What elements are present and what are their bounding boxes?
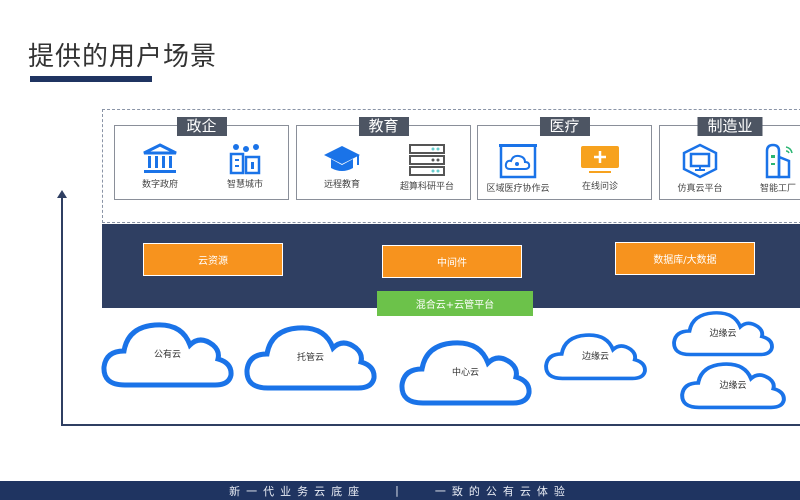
hexagon-monitor-icon (682, 143, 718, 179)
category-label: 教育 (358, 117, 409, 136)
item-supercomputing: 超算科研平台 (387, 143, 467, 192)
cloud-shape: 边缘云 (671, 306, 775, 358)
category-manufacturing: 制造业 仿真云平台 智能工厂 (659, 117, 800, 200)
cloud-icon (244, 325, 377, 391)
category-medical: 医疗 区域医疗协作云 在线问诊 (477, 117, 652, 200)
server-rack-icon (409, 144, 445, 176)
footer-left-slogan: 新一代业务云底座 (229, 484, 366, 498)
bank-icon (143, 143, 177, 173)
scenario-container (102, 109, 800, 223)
graduation-cap-icon (324, 146, 360, 171)
cloud-shape: 中心云 (398, 333, 533, 408)
page-title: 提供的用户场景 (28, 42, 218, 72)
item-simulation-cloud: 仿真云平台 (660, 143, 740, 194)
hybrid-cloud-platform-box: 混合云+云管平台 (377, 291, 533, 316)
category-label: 制造业 (697, 117, 763, 136)
medical-monitor-icon (581, 146, 619, 173)
item-digital-government: 数字政府 (120, 143, 200, 190)
title-underline (30, 76, 152, 82)
cloud-shape: 公有云 (100, 315, 235, 390)
item-regional-medical-cloud: 区域医疗协作云 (478, 143, 558, 194)
cloud-shape: 托管云 (243, 318, 378, 393)
axis-arrow-icon (57, 190, 67, 198)
cloud-shape: 边缘云 (679, 357, 787, 411)
footer-banner: 新一代业务云底座 | 一致的公有云体验 (0, 481, 800, 500)
item-smart-factory: 智能工厂 (738, 143, 800, 194)
category-label: 政企 (176, 117, 227, 136)
vertical-axis (61, 195, 63, 426)
database-bigdata-box: 数据库/大数据 (615, 242, 755, 275)
footer-right-slogan: 一致的公有云体验 (434, 484, 571, 498)
cloud-resources-box: 云资源 (143, 243, 283, 276)
cloud-icon (101, 322, 234, 388)
cloud-icon (399, 340, 532, 406)
category-government: 政企 数字政府 智慧城市 (114, 117, 289, 200)
item-smart-city: 智慧城市 (205, 143, 285, 190)
cloud-icon (672, 311, 774, 357)
item-remote-education: 远程教育 (302, 143, 382, 190)
cloud-icon (544, 333, 647, 381)
medical-cloud-icon (499, 144, 537, 179)
city-buildings-icon (229, 144, 261, 175)
cloud-shape: 边缘云 (543, 328, 648, 382)
middleware-box: 中间件 (382, 245, 522, 278)
item-online-consultation: 在线问诊 (560, 143, 640, 192)
footer-separator: | (395, 484, 405, 497)
horizontal-axis (61, 424, 800, 426)
smart-factory-icon (765, 143, 793, 179)
category-education: 教育 远程教育 超算科研平台 (296, 117, 471, 200)
cloud-icon (680, 362, 786, 410)
category-label: 医疗 (539, 117, 590, 136)
